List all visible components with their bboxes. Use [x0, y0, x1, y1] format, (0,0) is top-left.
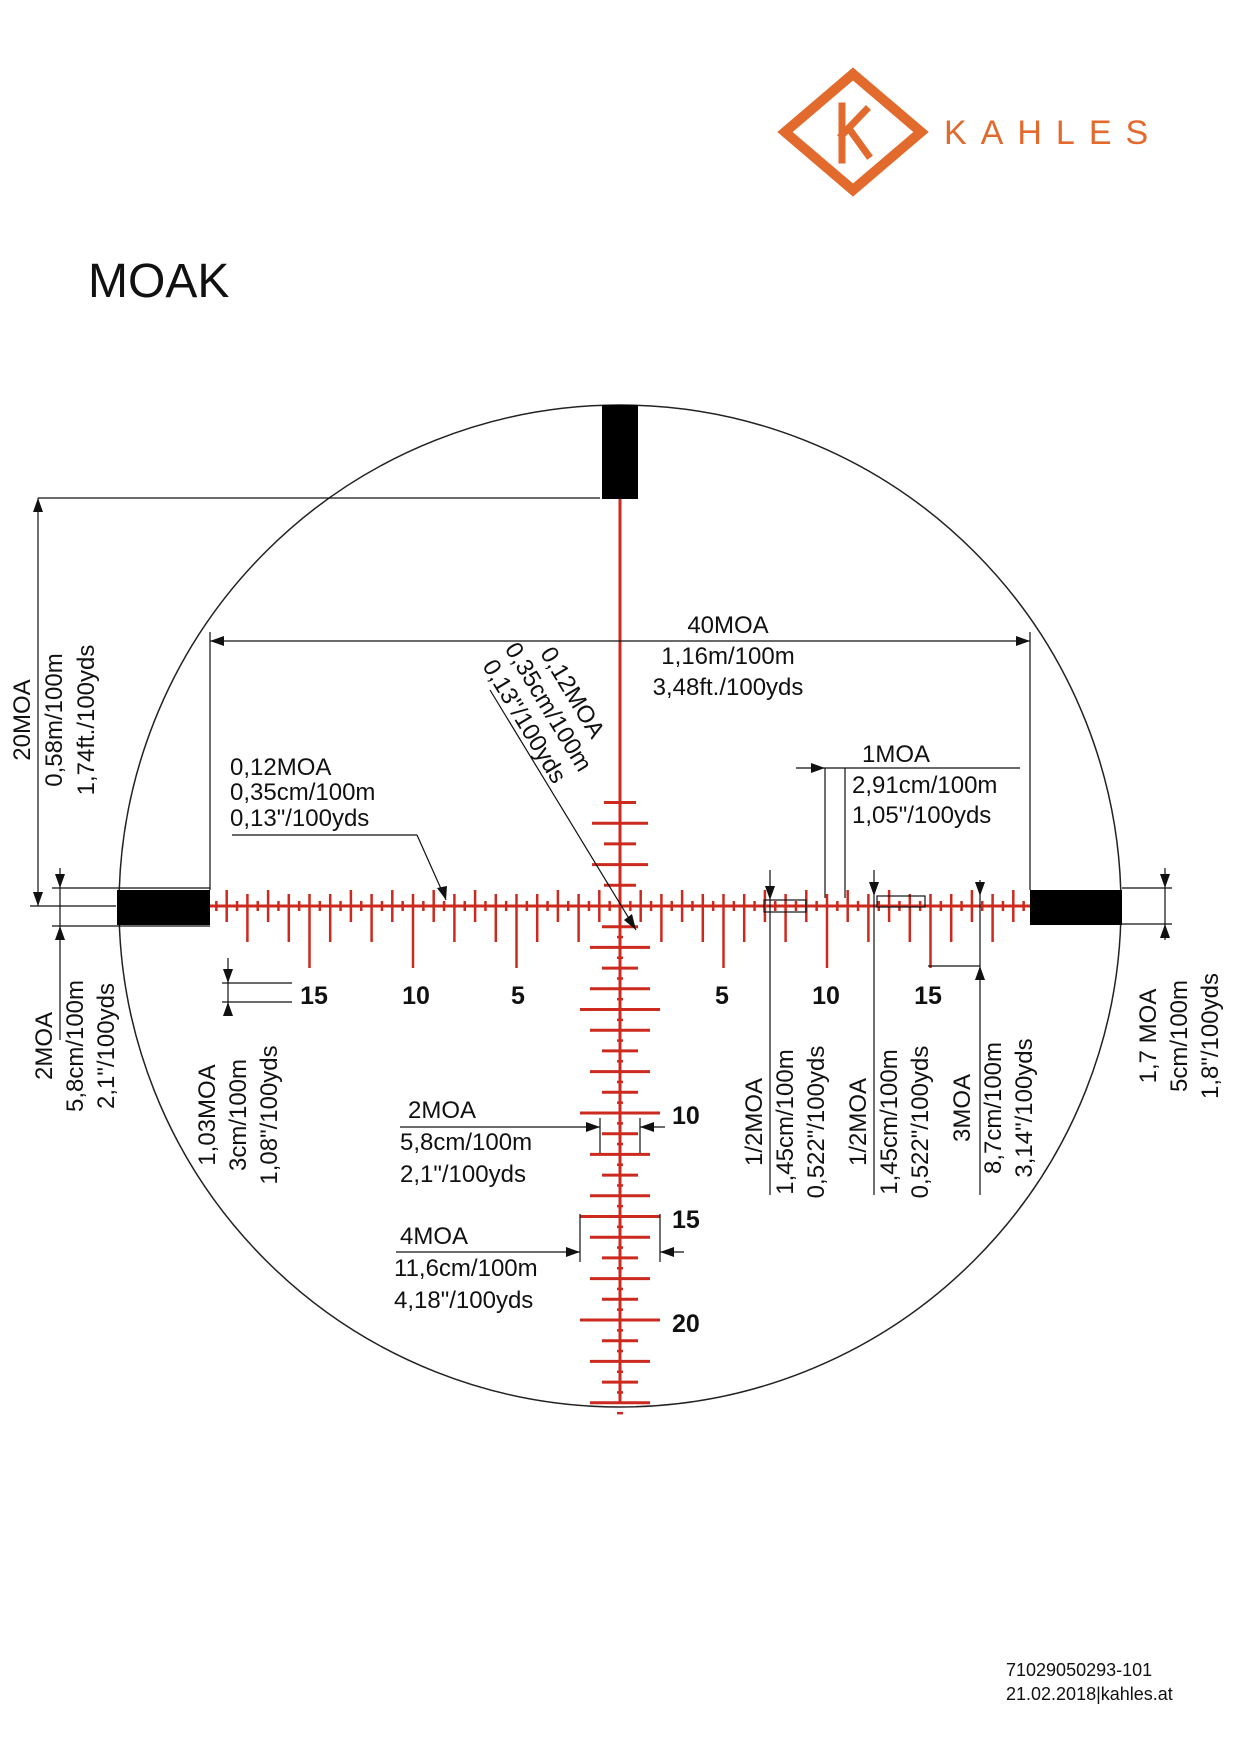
svg-text:1/2MOA: 1/2MOA: [845, 1078, 872, 1166]
logo-diamond-icon: [777, 67, 929, 197]
label-horizontal-40moa: 40MOA 1,16m/100m 3,48ft./100yds: [653, 612, 804, 701]
svg-text:11,6cm/100m: 11,6cm/100m: [394, 1255, 538, 1282]
brand-name: KAHLES: [944, 114, 1162, 152]
svg-text:1,45cm/100m: 1,45cm/100m: [772, 1049, 799, 1194]
svg-text:1MOA: 1MOA: [862, 741, 930, 768]
label-line-thickness-left: 0,12MOA 0,35cm/100m 0,13"/100yds: [230, 754, 375, 832]
vertical-scale-labels: 10 15 20: [672, 1102, 700, 1338]
svg-text:2MOA: 2MOA: [408, 1097, 476, 1124]
reticle-lines: [210, 499, 1030, 1415]
label-left-tick: 1,03MOA 3cm/100m 1,08"/100yds: [194, 1045, 283, 1184]
logo-k-mark-icon: [837, 102, 873, 164]
label-4moa-lower: 4MOA 11,6cm/100m 4,18"/100yds: [394, 1223, 538, 1314]
svg-text:1,05"/100yds: 1,05"/100yds: [852, 802, 991, 829]
svg-text:5,8cm/100m: 5,8cm/100m: [62, 980, 89, 1112]
doc-date-site: 21.02.2018|kahles.at: [1006, 1684, 1173, 1704]
h-label-left-10: 10: [402, 982, 430, 1010]
svg-text:3,14"/100yds: 3,14"/100yds: [1011, 1038, 1038, 1177]
svg-text:5,8cm/100m: 5,8cm/100m: [400, 1129, 532, 1156]
kahles-logo: KAHLES: [777, 67, 1162, 197]
svg-text:8,7cm/100m: 8,7cm/100m: [980, 1042, 1007, 1174]
post-right: [1030, 890, 1122, 925]
svg-text:1,16m/100m: 1,16m/100m: [661, 643, 794, 670]
label-vertical-20moa: 20MOA 0,58m/100m 1,74ft./100yds: [9, 645, 100, 796]
svg-text:4,18"/100yds: 4,18"/100yds: [394, 1287, 533, 1314]
horizontal-scale-labels: 15 10 5 5 10 15: [300, 982, 942, 1010]
doc-number: 71029050293-101: [1006, 1660, 1152, 1680]
svg-text:0,522"/100yds: 0,522"/100yds: [803, 1046, 830, 1199]
label-line-thickness-diagonal: 0,12MOA 0,35cm/100m 0,13"/100yds: [477, 638, 610, 788]
label-3moa: 3MOA 8,7cm/100m 3,14"/100yds: [949, 1038, 1038, 1177]
svg-text:20MOA: 20MOA: [9, 679, 36, 760]
svg-text:3MOA: 3MOA: [949, 1074, 976, 1142]
label-2moa-lower: 2MOA 5,8cm/100m 2,1"/100yds: [400, 1097, 532, 1188]
svg-text:1,45cm/100m: 1,45cm/100m: [876, 1049, 903, 1194]
h-label-left-15: 15: [300, 982, 328, 1010]
svg-text:0,13"/100yds: 0,13"/100yds: [230, 805, 369, 832]
svg-text:1,03MOA: 1,03MOA: [194, 1064, 221, 1165]
label-right-post: 1,7 MOA 5cm/100m 1,8"/100yds: [1135, 973, 1224, 1099]
svg-text:0,522"/100yds: 0,522"/100yds: [907, 1046, 934, 1199]
h-label-left-5: 5: [511, 982, 525, 1010]
svg-text:1,08"/100yds: 1,08"/100yds: [256, 1045, 283, 1184]
h-label-right-5: 5: [715, 982, 729, 1010]
dimension-lines: [30, 497, 1172, 1262]
page-title: MOAK: [88, 255, 229, 308]
label-left-post: 2MOA 5,8cm/100m 2,1"/100yds: [31, 980, 120, 1112]
svg-text:1/2MOA: 1/2MOA: [741, 1078, 768, 1166]
svg-text:1,7 MOA: 1,7 MOA: [1135, 989, 1162, 1084]
dimension-arrows: [33, 498, 1170, 1257]
svg-text:1,74ft./100yds: 1,74ft./100yds: [73, 645, 100, 796]
h-label-right-10: 10: [812, 982, 840, 1010]
svg-text:4MOA: 4MOA: [400, 1223, 468, 1250]
h-label-right-15: 15: [914, 982, 942, 1010]
svg-text:2,91cm/100m: 2,91cm/100m: [852, 772, 997, 799]
svg-text:2MOA: 2MOA: [31, 1012, 58, 1080]
svg-text:0,35cm/100m: 0,35cm/100m: [230, 779, 375, 806]
svg-text:3,48ft./100yds: 3,48ft./100yds: [653, 674, 804, 701]
svg-text:5cm/100m: 5cm/100m: [1166, 980, 1193, 1092]
v-label-20: 20: [672, 1310, 700, 1338]
post-top: [602, 405, 638, 499]
svg-text:1,8"/100yds: 1,8"/100yds: [1197, 973, 1224, 1099]
v-label-10: 10: [672, 1102, 700, 1130]
label-half-moa-b: 1/2MOA 1,45cm/100m 0,522"/100yds: [845, 1046, 934, 1199]
dimension-labels: 20MOA 0,58m/100m 1,74ft./100yds 40MOA 1,…: [9, 612, 1224, 1314]
svg-text:2,1"/100yds: 2,1"/100yds: [93, 983, 120, 1109]
svg-text:2,1"/100yds: 2,1"/100yds: [400, 1161, 526, 1188]
v-label-15: 15: [672, 1206, 700, 1234]
post-left: [117, 890, 210, 925]
label-half-moa-a: 1/2MOA 1,45cm/100m 0,522"/100yds: [741, 1046, 830, 1199]
svg-text:0,12MOA: 0,12MOA: [230, 754, 331, 781]
label-1moa: 1MOA 2,91cm/100m 1,05"/100yds: [852, 741, 997, 829]
svg-text:3cm/100m: 3cm/100m: [225, 1059, 252, 1171]
svg-text:40MOA: 40MOA: [687, 612, 768, 639]
svg-text:0,58m/100m: 0,58m/100m: [41, 653, 68, 786]
